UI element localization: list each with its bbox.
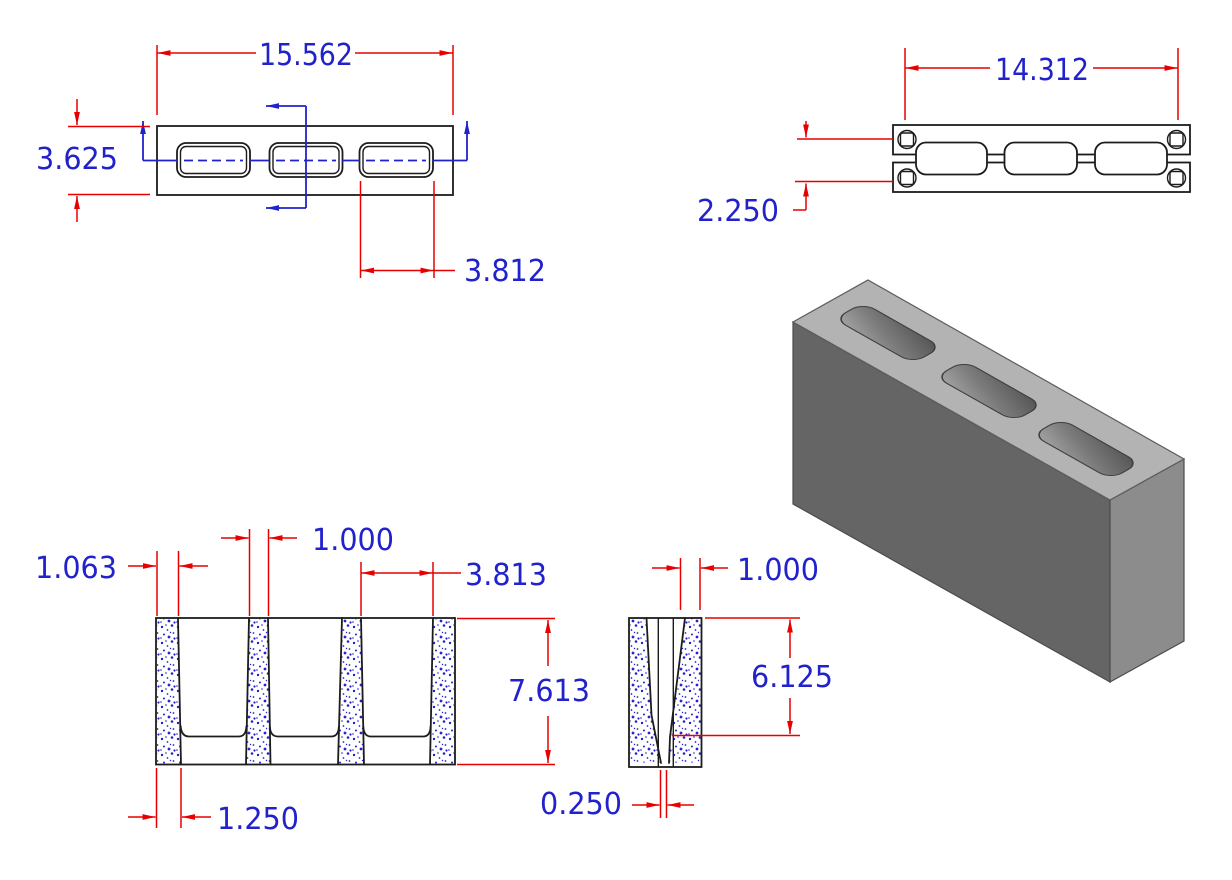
dim-cell-top: 3.813: [360, 558, 547, 616]
hatched-web: [338, 619, 364, 764]
dim-overall-height-label: 7.613: [508, 674, 590, 709]
side-section-view: 1.000 6.125 0.250: [540, 553, 833, 822]
core-opening: [1003, 141, 1078, 176]
front-section-view: 1.063 1.000 3.813 7.613: [35, 523, 590, 837]
dim-bottom-gap-label: 0.250: [540, 787, 622, 822]
dim-overall-depth: 3.625: [36, 99, 150, 222]
dim-taper-depth-label: 6.125: [751, 660, 833, 695]
dim-cell-width: 3.812: [359, 181, 546, 289]
hatched-end-shell: [157, 619, 181, 764]
dim-overall-width: 15.562: [156, 38, 454, 115]
iso-core-hole: [840, 306, 936, 360]
dim-web-top: 1.000: [221, 523, 394, 616]
top-view: 15.562 3.625 3.812: [36, 38, 546, 289]
bottom-view: 14.312 2.250: [697, 48, 1191, 229]
hatched-web: [246, 619, 271, 764]
core-opening: [1094, 141, 1168, 176]
hatched-face-shell: [669, 618, 701, 763]
hatched-end-shell: [430, 619, 454, 764]
dim-core-span: 14.312: [904, 48, 1179, 120]
dim-core-span-label: 14.312: [995, 53, 1089, 88]
dim-end-shell-top: 1.063: [35, 551, 208, 616]
dim-overall-depth-label: 3.625: [36, 142, 118, 177]
iso-core-hole: [941, 364, 1037, 418]
dim-end-shell-bottom: 1.250: [128, 768, 299, 837]
web-boundary-lines: [177, 617, 434, 766]
dim-row-spacing: 2.250: [697, 121, 893, 229]
dim-shell-top-label: 1.000: [737, 553, 819, 588]
core-opening: [915, 141, 988, 176]
front-section-outline: [155, 617, 456, 766]
core-taper-lines: [645, 617, 686, 767]
dim-shell-top: 1.000: [652, 553, 819, 610]
dim-row-spacing-label: 2.250: [697, 194, 779, 229]
isometric-view: [791, 279, 1186, 684]
dim-cell-top-label: 3.813: [465, 558, 547, 593]
dim-end-shell-bottom-label: 1.250: [217, 802, 299, 837]
side-section-outline: [628, 617, 703, 768]
corner-cores: [897, 129, 1187, 188]
dim-taper-depth: 6.125: [672, 617, 833, 737]
section-line-vertical: [266, 103, 307, 211]
section-hatch-webs: [157, 619, 454, 764]
corner-core-square: [899, 132, 915, 147]
bottom-view-cells: [915, 141, 1168, 176]
dim-web-top-label: 1.000: [312, 523, 394, 558]
dim-bottom-gap: 0.250: [540, 770, 694, 822]
corner-core-square: [1169, 132, 1184, 147]
dim-cell-width-label: 3.812: [464, 254, 546, 289]
iso-core-hole: [1038, 422, 1134, 476]
dim-end-shell-top-label: 1.063: [35, 551, 117, 586]
corner-core-square: [899, 170, 915, 186]
dim-overall-height: 7.613: [457, 617, 590, 766]
cell-bottom-ledges: [179, 725, 432, 738]
corner-core-square: [1169, 170, 1184, 186]
dim-overall-width-label: 15.562: [259, 38, 353, 73]
section-hatch-shells: [629, 618, 701, 763]
